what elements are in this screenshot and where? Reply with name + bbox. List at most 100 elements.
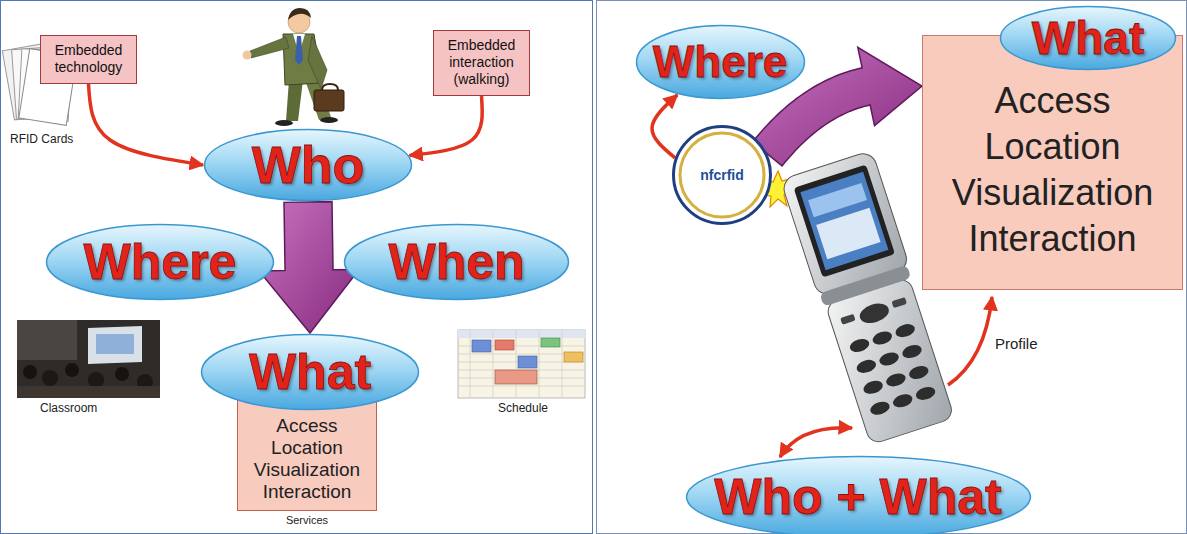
services-panel: Access Location Visualization Interactio…: [922, 35, 1183, 290]
badge-logo-text: nfcrfid: [700, 168, 744, 182]
ellipse-content: Who: [203, 128, 413, 202]
connector-arrow: [89, 84, 204, 165]
ellipse-keyword: Who: [252, 139, 365, 191]
who-what-ellipse: Who + What: [685, 455, 1032, 534]
ellipse-content: nfcrfid: [672, 125, 772, 225]
ellipse-content: What: [200, 333, 420, 411]
calendar-header: [458, 330, 585, 338]
shoe: [320, 117, 338, 123]
calendar-ground: [458, 330, 585, 398]
key: [862, 379, 885, 397]
key: [848, 337, 871, 355]
screen: [800, 172, 888, 270]
desks: [17, 386, 160, 398]
image-caption: Classroom: [40, 401, 97, 415]
ellipse-keyword: When: [388, 237, 524, 287]
student: [23, 365, 37, 379]
keypad: [848, 322, 937, 417]
arrow-label: Profile: [995, 335, 1038, 353]
box-frame: Embedded interaction (walking): [433, 30, 530, 96]
event: [564, 352, 583, 362]
panel-frame: [1, 1, 593, 534]
when-ellipse: When: [343, 223, 570, 301]
student: [42, 370, 58, 386]
slide: [96, 334, 134, 354]
nfc-badge: nfcrfid: [672, 125, 772, 225]
box-text: Embedded technology: [55, 42, 123, 76]
key: [901, 343, 924, 361]
ellipse-keyword: Who + What: [714, 472, 1001, 522]
key: [891, 392, 914, 410]
label-holder: RFID Cards: [10, 132, 73, 146]
key: [855, 358, 878, 376]
box-frame: Embedded technology: [40, 35, 137, 84]
ellipse-outline: [47, 225, 274, 300]
box-text: Access Location Visualization Interactio…: [254, 415, 360, 503]
soft-key: [891, 297, 906, 308]
shoe: [275, 120, 293, 126]
projection-screen: [88, 326, 142, 364]
key: [907, 364, 930, 382]
what-ellipse: What: [999, 5, 1177, 71]
event: [541, 338, 560, 347]
key: [878, 350, 901, 368]
briefcase-handle: [322, 84, 338, 90]
arm: [308, 36, 327, 89]
leg: [286, 80, 303, 121]
key: [871, 329, 894, 347]
who-ellipse: Who: [203, 128, 413, 202]
student: [88, 372, 104, 388]
panel-frame: [597, 1, 1187, 534]
ellipse-outline: [345, 225, 569, 300]
soft-key: [840, 314, 855, 325]
label-holder: Schedule: [498, 401, 548, 415]
where-ellipse: Where: [635, 24, 806, 100]
event: [472, 340, 491, 352]
ellipse-content: When: [343, 223, 570, 301]
what-ellipse: What: [200, 333, 420, 411]
student: [115, 367, 129, 381]
classroom-photo: [17, 320, 160, 398]
services-box: Access Location Visualization Interactio…: [237, 390, 377, 527]
ellipse-keyword: What: [1032, 15, 1144, 61]
ellipse-outline: [686, 457, 1030, 534]
flow-arrow: [259, 202, 359, 333]
briefcase: [314, 90, 344, 111]
key: [885, 371, 908, 389]
student: [65, 363, 79, 377]
ellipse-content: What: [999, 5, 1177, 71]
nav-key: [857, 300, 891, 326]
key: [869, 399, 892, 417]
event: [495, 370, 537, 384]
profile-arrow: [948, 297, 992, 385]
where-ellipse: Where: [45, 223, 275, 301]
ellipse-content: Where: [635, 24, 806, 100]
box-frame: Access Location Visualization Interactio…: [922, 35, 1183, 290]
hair: [288, 8, 311, 20]
ellipse-outline: [1001, 7, 1176, 70]
ellipse-outline: [205, 130, 412, 201]
event: [518, 356, 537, 368]
schedule-calendar: [458, 330, 585, 398]
ellipse-content: Where: [45, 223, 275, 301]
ellipse-outline: [202, 335, 419, 410]
connector-arrow: [652, 95, 677, 158]
ellipse-keyword: Where: [653, 40, 787, 84]
label-holder: Profile: [995, 335, 1038, 353]
box-text: Embedded interaction (walking): [448, 37, 516, 88]
key: [894, 322, 917, 340]
tie: [295, 36, 303, 65]
ellipse-keyword: What: [249, 347, 371, 397]
badge-ring: [674, 127, 771, 224]
interaction-box: Embedded interaction (walking): [433, 30, 530, 96]
screen-bezel: [794, 165, 895, 278]
ellipse-keyword: Where: [84, 237, 237, 287]
box-caption: Services: [237, 514, 377, 527]
phone-base: [825, 277, 954, 445]
double-arrow: [780, 428, 852, 457]
ellipse-outline: [636, 26, 804, 99]
label-holder: Classroom: [40, 401, 97, 415]
badge-gold-ring: [680, 133, 764, 217]
box-text: Access Location Visualization Interactio…: [952, 78, 1153, 262]
